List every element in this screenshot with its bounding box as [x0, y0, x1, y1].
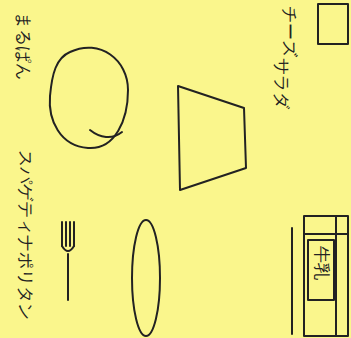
- carton-label: 牛乳: [312, 246, 332, 280]
- food-label: サラダ: [272, 58, 292, 109]
- salad-bowl-drawing: [178, 86, 246, 190]
- straw-drawing: [291, 228, 293, 334]
- cheese-drawing: [318, 4, 348, 44]
- bread-mark: [90, 130, 122, 137]
- milk-carton-drawing: [304, 216, 348, 336]
- bread-drawing: [50, 48, 128, 148]
- plate-drawing: [132, 220, 160, 336]
- fork-drawing: [62, 222, 74, 300]
- food-label: チーズ: [280, 6, 300, 57]
- food-label: スパゲティナポリタン: [16, 150, 36, 320]
- food-label: まるぱん: [14, 12, 34, 80]
